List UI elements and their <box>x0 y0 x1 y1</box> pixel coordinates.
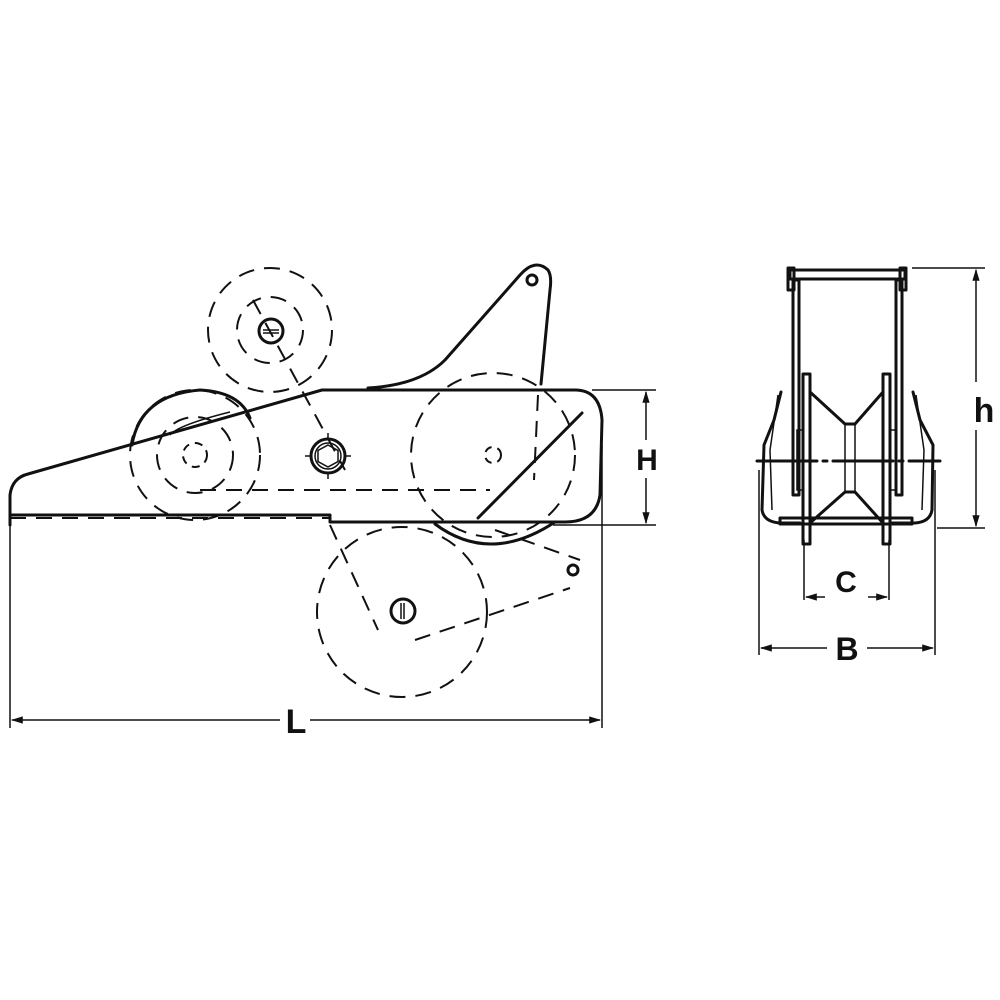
dimension-label-B: B <box>835 631 858 667</box>
phantom-roller-upper <box>207 267 346 471</box>
dimension-L: L <box>9 445 603 741</box>
slotted-screw-icon <box>389 597 417 625</box>
roller-body-outline <box>8 388 604 527</box>
bracket-arm <box>366 263 553 390</box>
arm-hole <box>566 563 580 577</box>
slotted-screw-icon <box>257 317 285 345</box>
dimension-B: B <box>758 470 936 667</box>
dimension-h: h <box>912 267 995 529</box>
side-view: H L <box>8 263 658 741</box>
dimension-label-C: C <box>835 566 857 599</box>
main-roller <box>410 372 576 538</box>
dimension-C: C <box>803 540 890 601</box>
top-pin <box>788 268 907 281</box>
front-view: h C B <box>755 266 995 667</box>
dimension-label-L: L <box>286 703 307 741</box>
v-roller <box>808 390 885 525</box>
dimension-label-H: H <box>636 444 658 477</box>
front-roller <box>130 388 252 447</box>
dimension-label-h: h <box>974 392 995 430</box>
hex-bolt-icon <box>305 433 351 479</box>
bracket-hole <box>525 273 539 287</box>
dimension-H: H <box>553 389 658 526</box>
phantom-roller-lower <box>316 524 581 698</box>
